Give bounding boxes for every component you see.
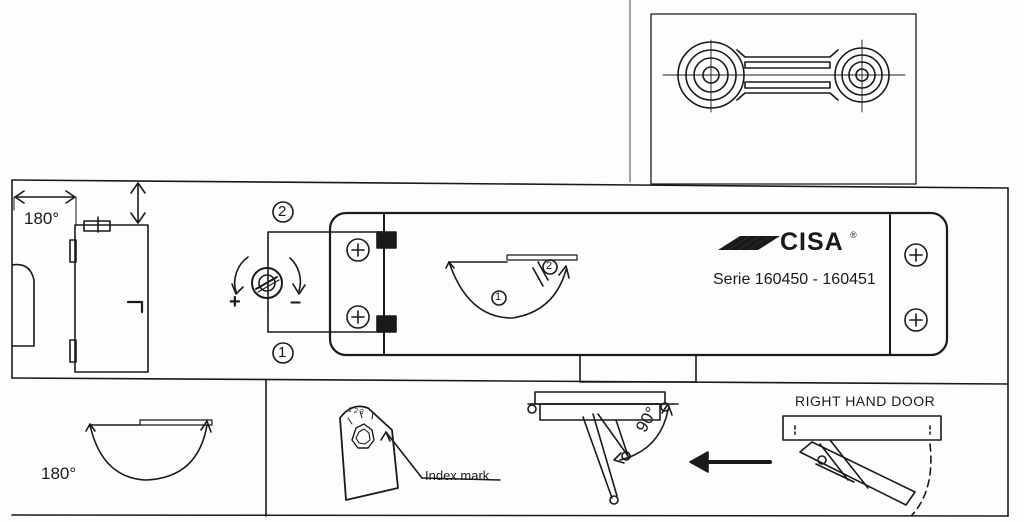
- valve-label-1: 1: [278, 344, 287, 361]
- door-elevation: [11, 182, 149, 373]
- right-hand-door-title: RIGHT HAND DOOR: [795, 393, 936, 409]
- right-hand-door-diagram: [782, 415, 942, 516]
- index-mark-part: [339, 405, 501, 501]
- opening-angle-label-180: 180°: [41, 464, 77, 483]
- sheet-frame: [11, 179, 1009, 517]
- direction-arrow: [689, 451, 772, 473]
- plus-sign: +: [229, 291, 241, 313]
- opening-sweep-180: [85, 419, 213, 481]
- door-angle-label-180: 180°: [24, 209, 60, 228]
- brand-name: CISA: [780, 228, 844, 256]
- series-text: Serie 160450 - 160451: [713, 271, 876, 288]
- sweep-label-1: 1: [495, 291, 502, 303]
- minus-sign: –: [290, 291, 302, 313]
- bracket-template: [629, 0, 917, 185]
- adjustment-valve: [231, 201, 385, 364]
- closer-body: [328, 211, 949, 383]
- cisa-logo-mark: [718, 236, 780, 250]
- index-mark-label: Index mark: [425, 468, 490, 483]
- sweep-label-2: 2: [546, 260, 553, 272]
- arm-90-diagram: [527, 391, 679, 505]
- valve-label-2: 2: [278, 203, 287, 220]
- registered-mark: ®: [850, 230, 857, 240]
